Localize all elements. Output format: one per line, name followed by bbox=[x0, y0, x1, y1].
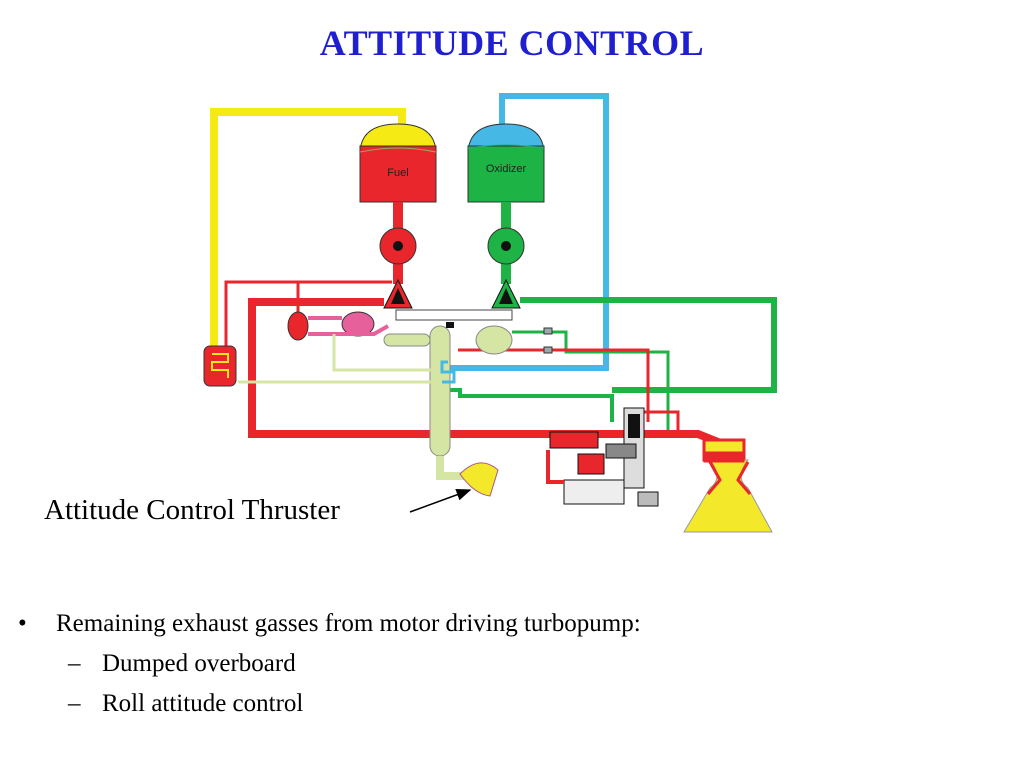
fuel-pump-inlet bbox=[383, 278, 413, 309]
oxidizer-heat-coil bbox=[440, 360, 456, 384]
heat-exchanger bbox=[203, 345, 237, 387]
sub-bullet-marker: – bbox=[68, 650, 81, 677]
sub-bullet-text: Dumped overboard bbox=[102, 650, 296, 677]
slide-title: ATTITUDE CONTROL bbox=[319, 23, 705, 63]
gas-generator bbox=[287, 311, 389, 341]
small-valve-2 bbox=[543, 346, 553, 354]
turbine-exhaust-line-2 bbox=[332, 334, 434, 372]
oxidizer-valve bbox=[487, 227, 525, 265]
turbine bbox=[383, 322, 513, 457]
fuel-thin-line-3 bbox=[458, 348, 650, 422]
sub-bullet-text: Roll attitude control bbox=[102, 690, 304, 717]
fuel-pressurant-line bbox=[210, 108, 406, 352]
oxidizer-tank: Oxidizer bbox=[467, 123, 545, 203]
small-valve-1 bbox=[543, 327, 553, 335]
turbine-exhaust-line-3 bbox=[436, 456, 468, 480]
turbopump-shaft bbox=[395, 309, 513, 321]
control-valve-assembly bbox=[546, 407, 659, 507]
oxidizer-pump-inlet bbox=[491, 278, 521, 309]
bullet-text: Remaining exhaust gasses from motor driv… bbox=[56, 610, 641, 637]
main-engine bbox=[683, 438, 773, 533]
rocket-engine-diagram: Fuel Oxidizer bbox=[198, 82, 822, 538]
attitude-control-thruster bbox=[459, 462, 499, 497]
oxidizer-main-line bbox=[520, 297, 777, 393]
fuel-thin-line-1 bbox=[224, 280, 392, 352]
oxidizer-return-line bbox=[448, 388, 614, 422]
fuel-tank: Fuel bbox=[359, 123, 437, 203]
fuel-tank-label: Fuel bbox=[387, 167, 408, 179]
callout-label: Attitude Control Thruster bbox=[44, 494, 340, 526]
sub-bullet-marker: – bbox=[68, 690, 81, 717]
oxidizer-tank-label: Oxidizer bbox=[486, 163, 527, 175]
fuel-main-line bbox=[248, 298, 720, 446]
bullet-marker: • bbox=[18, 610, 27, 637]
oxidizer-pressurant-line bbox=[448, 93, 609, 371]
fuel-valve bbox=[379, 227, 417, 265]
fuel-thin-line-4 bbox=[638, 410, 680, 434]
